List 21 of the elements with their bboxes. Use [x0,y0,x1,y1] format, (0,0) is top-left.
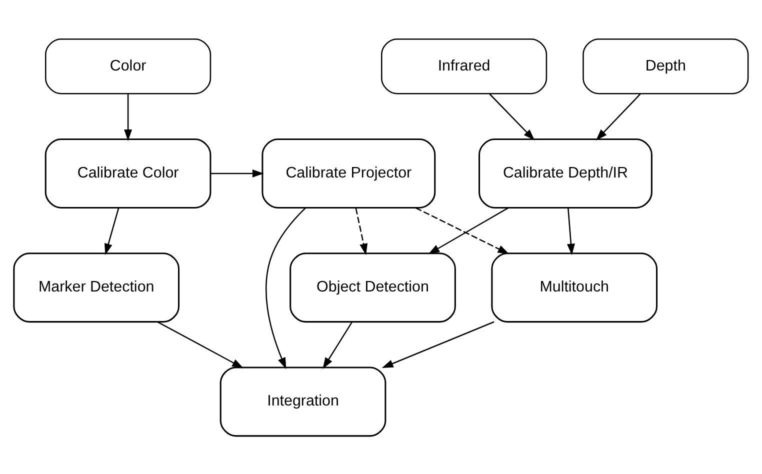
arrow [158,320,244,368]
arrow [210,168,264,177]
node-box: Integration [220,366,386,436]
arrow [355,208,368,255]
arrow [489,93,535,140]
node-box: Calibrate Color [44,138,212,208]
node-box: Infrared [381,38,548,94]
node-box: Calibrate Depth/IR [478,138,652,208]
arrow [566,208,575,255]
arrow [596,93,641,140]
arrow [322,321,352,368]
node-box: Object Detection [290,252,456,322]
node-box: Calibrate Projector [262,138,436,208]
node-box: Marker Detection [13,252,180,322]
arrow [382,320,494,368]
arrow [104,208,120,255]
arrow [266,206,306,369]
node-box: Color [45,38,212,94]
node-box: Multitouch [491,252,658,322]
node-box: Depth [582,38,749,94]
arrow [124,94,132,140]
